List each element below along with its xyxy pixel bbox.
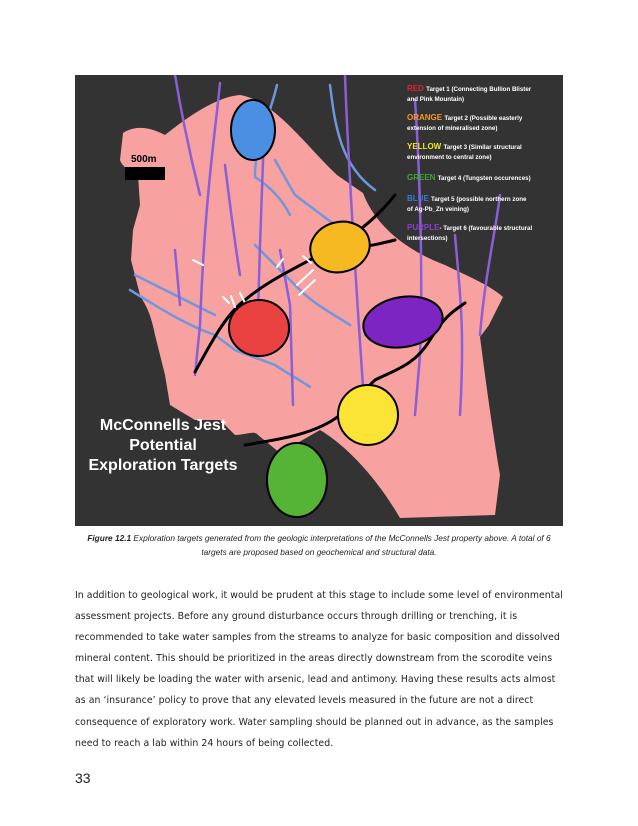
target-green-ellipse (266, 442, 328, 518)
target-blue-ellipse (230, 99, 276, 161)
legend-color-word: RED Target 1 (Connecting Bullion Blister (407, 84, 532, 93)
scale-bar (125, 167, 165, 180)
legend-item-blue: BLUE Target 5 (possible northern zone of… (407, 194, 527, 213)
exploration-targets-map: 500m (75, 75, 563, 526)
figure-caption-text: Exploration targets generated from the g… (131, 533, 551, 557)
legend-color-word: YELLOW Target 3 (Similar structural (407, 142, 522, 151)
target-orange-ellipse (309, 220, 371, 274)
legend: RED Target 1 (Connecting Bullion Blister… (407, 84, 532, 242)
legend-blue-line2: of Ag-Pb_Zn veining) (407, 206, 469, 213)
target-purple-ellipse (362, 295, 444, 349)
legend-orange-word: ORANGE (407, 113, 443, 122)
legend-item-red: RED Target 1 (Connecting Bullion Blister… (407, 84, 532, 103)
map-title-line-1: McConnells Jest (100, 417, 227, 434)
legend-purple-word: PURPLE (407, 223, 440, 232)
legend-item-orange: ORANGE Target 2 (Possible easterly exten… (407, 113, 523, 132)
legend-orange-line1: Target 2 (Possible easterly (444, 115, 523, 122)
legend-red-line1: Target 1 (Connecting Bullion Blister (426, 86, 532, 93)
legend-color-word: BLUE Target 5 (possible northern zone (407, 194, 527, 203)
legend-blue-word: BLUE (407, 194, 429, 203)
legend-yellow-line2: environment to central zone) (407, 154, 492, 161)
legend-green-line1: Target 4 (Tungsten occurences) (438, 175, 531, 182)
target-yellow-ellipse (337, 384, 399, 446)
legend-color-word: ORANGE Target 2 (Possible easterly (407, 113, 523, 122)
legend-orange-line2: extension of mineralised zone) (407, 125, 497, 132)
legend-yellow-line1: Target 3 (Similar structural (443, 144, 522, 151)
property-area (120, 95, 503, 518)
legend-red-line2: and Pink Mountain) (407, 96, 464, 103)
figure-label: Figure 12.1 (87, 533, 132, 543)
legend-color-word: PURPLE- Target 6 (favourable structural (407, 223, 532, 232)
legend-yellow-word: YELLOW (407, 142, 442, 151)
legend-purple-line2: intersections) (407, 235, 448, 242)
legend-item-purple: PURPLE- Target 6 (favourable structural … (407, 223, 532, 242)
legend-purple-line1: - Target 6 (favourable structural (439, 225, 532, 232)
legend-color-word: GREEN Target 4 (Tungsten occurences) (407, 173, 531, 182)
legend-item-green: GREEN Target 4 (Tungsten occurences) (407, 173, 531, 182)
figure-caption: Figure 12.1 Exploration targets generate… (75, 531, 563, 559)
scale-label: 500m (131, 154, 157, 165)
legend-red-word: RED (407, 84, 424, 93)
map-title: McConnells Jest Potential Exploration Ta… (88, 417, 237, 474)
legend-item-yellow: YELLOW Target 3 (Similar structural envi… (407, 142, 522, 161)
target-red-ellipse (228, 299, 290, 357)
map-title-line-2: Potential (129, 437, 197, 454)
body-paragraph: In addition to geological work, it would… (75, 590, 563, 749)
legend-blue-line1: Target 5 (possible northern zone (431, 196, 527, 203)
legend-green-word: GREEN (407, 173, 436, 182)
map-title-line-3: Exploration Targets (88, 457, 237, 474)
page-number: 33 (75, 770, 91, 786)
